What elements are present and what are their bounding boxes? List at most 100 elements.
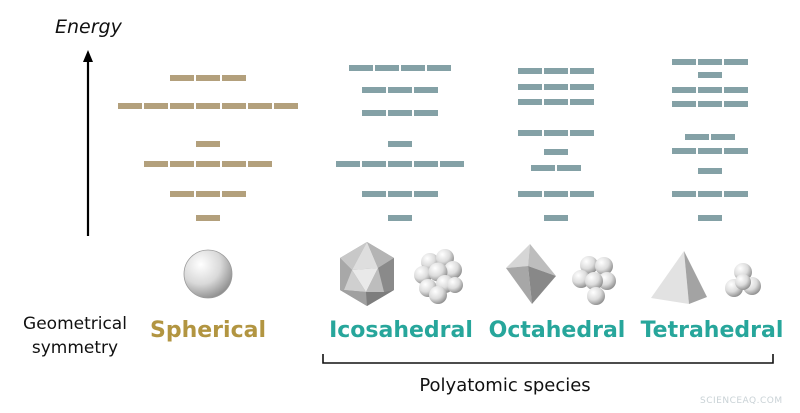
tetrahedral-cluster-icon: [725, 263, 761, 297]
orbital-dash: [544, 68, 568, 74]
orbital-dash: [222, 161, 246, 167]
orbital-dash: [170, 161, 194, 167]
orbital-dash: [672, 101, 696, 107]
energy-level: [531, 165, 581, 171]
orbital-dash: [170, 75, 194, 81]
polyatomic-bracket: [322, 354, 774, 364]
energy-axis: [83, 50, 93, 236]
geometrical-symmetry-label: Geometrical symmetry: [10, 312, 140, 360]
orbital-dash: [222, 75, 246, 81]
orbital-dash: [518, 84, 542, 90]
sphere-icon: [183, 249, 233, 299]
energy-level: [170, 191, 246, 197]
orbital-dash: [362, 110, 386, 116]
orbital-dash: [544, 84, 568, 90]
energy-level: [144, 161, 272, 167]
octahedral-label: Octahedral: [488, 318, 626, 343]
energy-level: [698, 168, 722, 174]
energy-level: [336, 161, 464, 167]
energy-level: [518, 130, 594, 136]
energy-levels: [118, 59, 748, 221]
orbital-dash: [570, 84, 594, 90]
energy-level: [388, 141, 412, 147]
icosahedral-cluster-icon: [414, 249, 463, 304]
energy-level: [672, 59, 748, 65]
orbital-dash: [698, 191, 722, 197]
orbital-dash: [518, 191, 542, 197]
orbital-dash: [672, 191, 696, 197]
orbital-dash: [698, 59, 722, 65]
orbital-dash: [170, 103, 194, 109]
orbital-dash: [698, 87, 722, 93]
energy-level: [544, 215, 568, 221]
orbital-dash: [698, 215, 722, 221]
orbital-dash: [544, 149, 568, 155]
orbital-dash: [388, 141, 412, 147]
orbital-dash: [388, 161, 412, 167]
spherical-label: Spherical: [150, 318, 266, 343]
watermark: SCIENCEAQ.COM: [700, 396, 783, 406]
orbital-dash: [222, 191, 246, 197]
orbital-dash: [698, 148, 722, 154]
orbital-dash: [414, 191, 438, 197]
orbital-dash: [531, 165, 555, 171]
orbital-dash: [375, 65, 399, 71]
orbital-dash: [388, 215, 412, 221]
energy-level: [362, 110, 438, 116]
orbital-dash: [362, 191, 386, 197]
geometrical-symmetry-line1: Geometrical: [23, 314, 127, 334]
orbital-dash: [170, 191, 194, 197]
orbital-dash: [414, 161, 438, 167]
orbital-dash: [336, 161, 360, 167]
orbital-dash: [414, 87, 438, 93]
levels-tetrahedral: [672, 59, 748, 221]
orbital-dash: [557, 165, 581, 171]
energy-level: [362, 87, 438, 93]
energy-level: [170, 75, 246, 81]
energy-level: [518, 191, 594, 197]
octahedral-cluster-icon: [572, 256, 616, 305]
orbital-dash: [672, 59, 696, 65]
orbital-dash: [724, 191, 748, 197]
orbital-dash: [427, 65, 451, 71]
orbital-dash: [222, 103, 246, 109]
orbital-dash: [518, 68, 542, 74]
orbital-dash: [570, 130, 594, 136]
orbital-dash: [144, 161, 168, 167]
energy-level: [698, 215, 722, 221]
energy-level: [672, 101, 748, 107]
orbital-dash: [698, 101, 722, 107]
geometrical-symmetry-line2: symmetry: [31, 338, 119, 358]
orbital-dash: [196, 103, 220, 109]
orbital-dash: [362, 87, 386, 93]
orbital-dash: [711, 134, 735, 140]
orbital-dash: [570, 68, 594, 74]
orbital-dash: [685, 134, 709, 140]
energy-level: [196, 141, 220, 147]
tetrahedron-icon: [651, 251, 707, 304]
energy-level: [672, 87, 748, 93]
orbital-dash: [544, 99, 568, 105]
orbital-dash: [274, 103, 298, 109]
energy-level: [698, 72, 722, 78]
orbital-dash: [349, 65, 373, 71]
orbital-dash: [698, 72, 722, 78]
orbital-dash: [724, 148, 748, 154]
energy-level: [518, 84, 594, 90]
orbital-dash: [144, 103, 168, 109]
orbital-dash: [196, 141, 220, 147]
energy-level: [672, 148, 748, 154]
orbital-dash: [440, 161, 464, 167]
orbital-dash: [196, 215, 220, 221]
orbital-dash: [401, 65, 425, 71]
energy-level: [349, 65, 451, 71]
levels-icosahedral: [336, 65, 464, 221]
orbital-dash: [196, 191, 220, 197]
orbital-dash: [518, 99, 542, 105]
polyatomic-species-label: Polyatomic species: [419, 375, 591, 396]
levels-octahedral: [518, 68, 594, 221]
energy-level: [196, 215, 220, 221]
orbital-dash: [672, 148, 696, 154]
orbital-dash: [544, 130, 568, 136]
orbital-dash: [388, 191, 412, 197]
